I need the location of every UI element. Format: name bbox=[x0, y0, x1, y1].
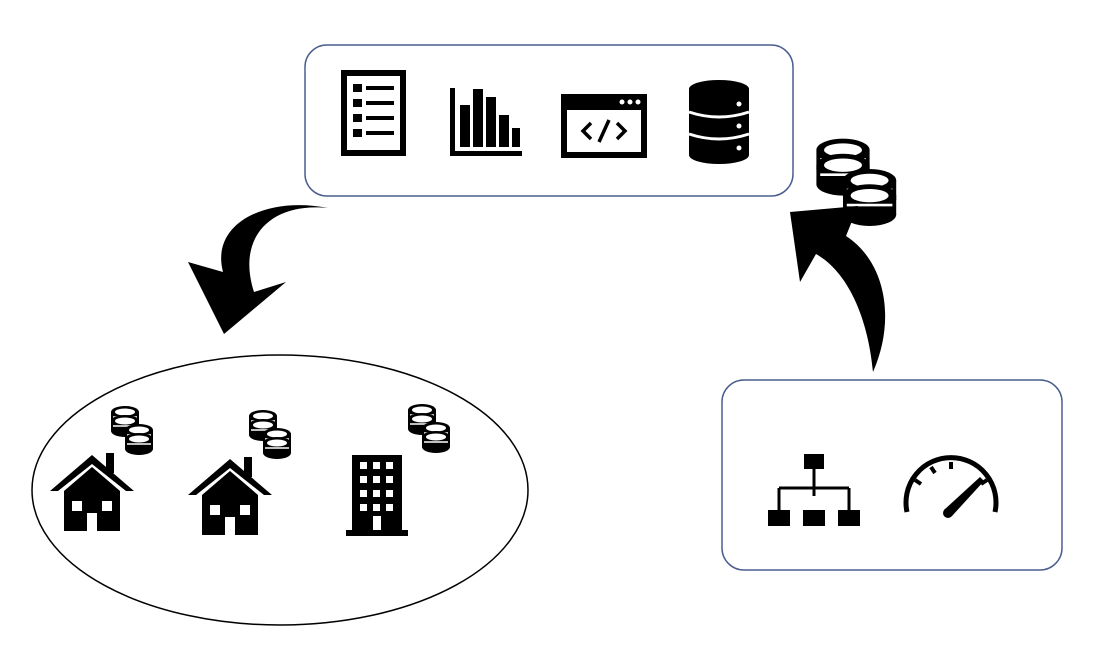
bar-chart-icon bbox=[450, 88, 522, 156]
arrow-right-box-to-top bbox=[790, 206, 886, 372]
top-box bbox=[304, 44, 794, 197]
hierarchy-icon bbox=[768, 454, 860, 526]
speedometer-icon bbox=[903, 455, 999, 518]
database-icon bbox=[688, 80, 750, 164]
code-window-icon bbox=[561, 94, 647, 158]
checklist-icon bbox=[341, 70, 406, 156]
right-box bbox=[721, 379, 1063, 571]
office-building-icon bbox=[346, 455, 408, 536]
clients-ellipse bbox=[31, 354, 529, 626]
arrow-top-to-ellipse bbox=[188, 205, 328, 334]
